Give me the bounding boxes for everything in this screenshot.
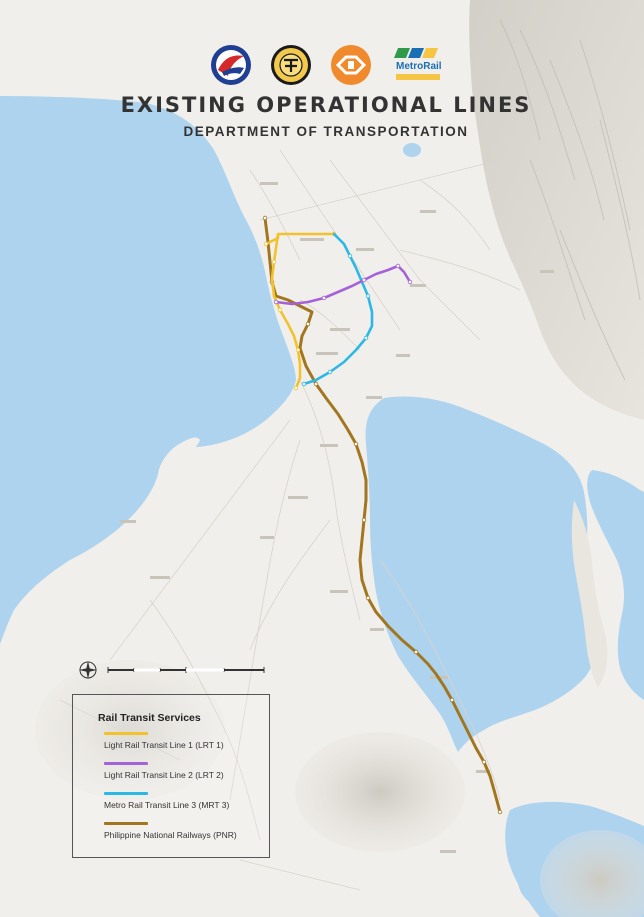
route-pnr[interactable] [263,216,502,814]
legend: Rail Transit Services Light Rail Transit… [72,694,270,858]
station-pnr-9[interactable] [481,759,487,765]
jalajala-peninsula [571,500,608,688]
route-mrt3[interactable] [302,232,374,386]
metrorail-logo-icon: MetroRail [394,48,442,80]
legend-swatch-mrt3 [104,792,148,795]
legend-item-mrt3: Metro Rail Transit Line 3 (MRT 3) [104,792,269,816]
station-mrt3-2[interactable] [363,335,369,341]
station-lrt2-2[interactable] [361,277,367,283]
legend-swatch-lrt1 [104,732,148,735]
pnr-seal-icon [271,45,311,85]
station-pnr-2[interactable] [305,321,311,327]
map-subtitle: DEPARTMENT OF TRANSPORTATION [183,124,469,139]
legend-swatch-lrt2 [104,762,148,765]
station-mrt3-1[interactable] [365,293,371,299]
station-mrt3-0[interactable] [347,253,353,259]
legend-item-pnr: Philippine National Railways (PNR) [104,822,269,846]
legend-item-lrt2: Light Rail Transit Line 2 (LRT 2) [104,762,269,786]
station-lrt1-4[interactable] [295,347,301,353]
station-lrt2-4[interactable] [407,279,413,285]
legend-item-lrt1: Light Rail Transit Line 1 (LRT 1) [104,732,269,756]
station-pnr-10[interactable] [497,809,503,815]
sierra-madre-ridges [499,19,641,381]
route-lrt1[interactable] [264,232,336,390]
legend-label-lrt1: Light Rail Transit Line 1 (LRT 1) [104,740,224,750]
western-mountain-terrain [35,660,225,800]
southeast-mountain-terrain [540,830,644,917]
agency-logos: MetroRail [210,44,446,88]
legend-title: Rail Transit Services [98,712,201,724]
station-pnr-5[interactable] [361,517,367,523]
station-lrt1-0[interactable] [263,241,269,247]
station-pnr-3[interactable] [313,381,319,387]
station-lrt1-5[interactable] [293,385,299,391]
place-labels-texture [120,182,554,853]
legend-label-mrt3: Metro Rail Transit Line 3 (MRT 3) [104,800,230,810]
station-lrt2-3[interactable] [395,263,401,269]
laguna-de-bay-water [365,396,597,752]
legend-swatch-pnr [104,822,148,825]
station-mrt3-4[interactable] [301,381,307,387]
cavite-peninsula [176,437,200,456]
lrta-logo-icon [331,45,371,85]
station-pnr-8[interactable] [449,697,455,703]
station-lrt1-3[interactable] [277,307,283,313]
station-mrt3-3[interactable] [327,369,333,375]
station-pnr-6[interactable] [365,595,371,601]
station-lrt2-0[interactable] [273,299,279,305]
station-lrt1-2[interactable] [271,259,277,265]
station-pnr-7[interactable] [413,649,419,655]
manila-bay-water [0,96,296,644]
legend-label-pnr: Philippine National Railways (PNR) [104,830,237,840]
dotr-seal-icon [211,45,251,85]
station-lrt2-1[interactable] [321,295,327,301]
southern-mountain-terrain [295,732,465,852]
legend-label-lrt2: Light Rail Transit Line 2 (LRT 2) [104,770,224,780]
small-lake [403,143,421,157]
metrorail-logo-text: MetroRail [396,61,442,72]
compass-rose-icon [79,661,97,679]
sierra-madre-terrain [469,0,644,420]
laguna-east-lobe-water [587,470,644,700]
station-pnr-4[interactable] [353,441,359,447]
map-title: EXISTING OPERATIONAL LINES [120,93,532,117]
station-pnr-0[interactable] [262,215,268,221]
scale-bar [79,661,265,679]
